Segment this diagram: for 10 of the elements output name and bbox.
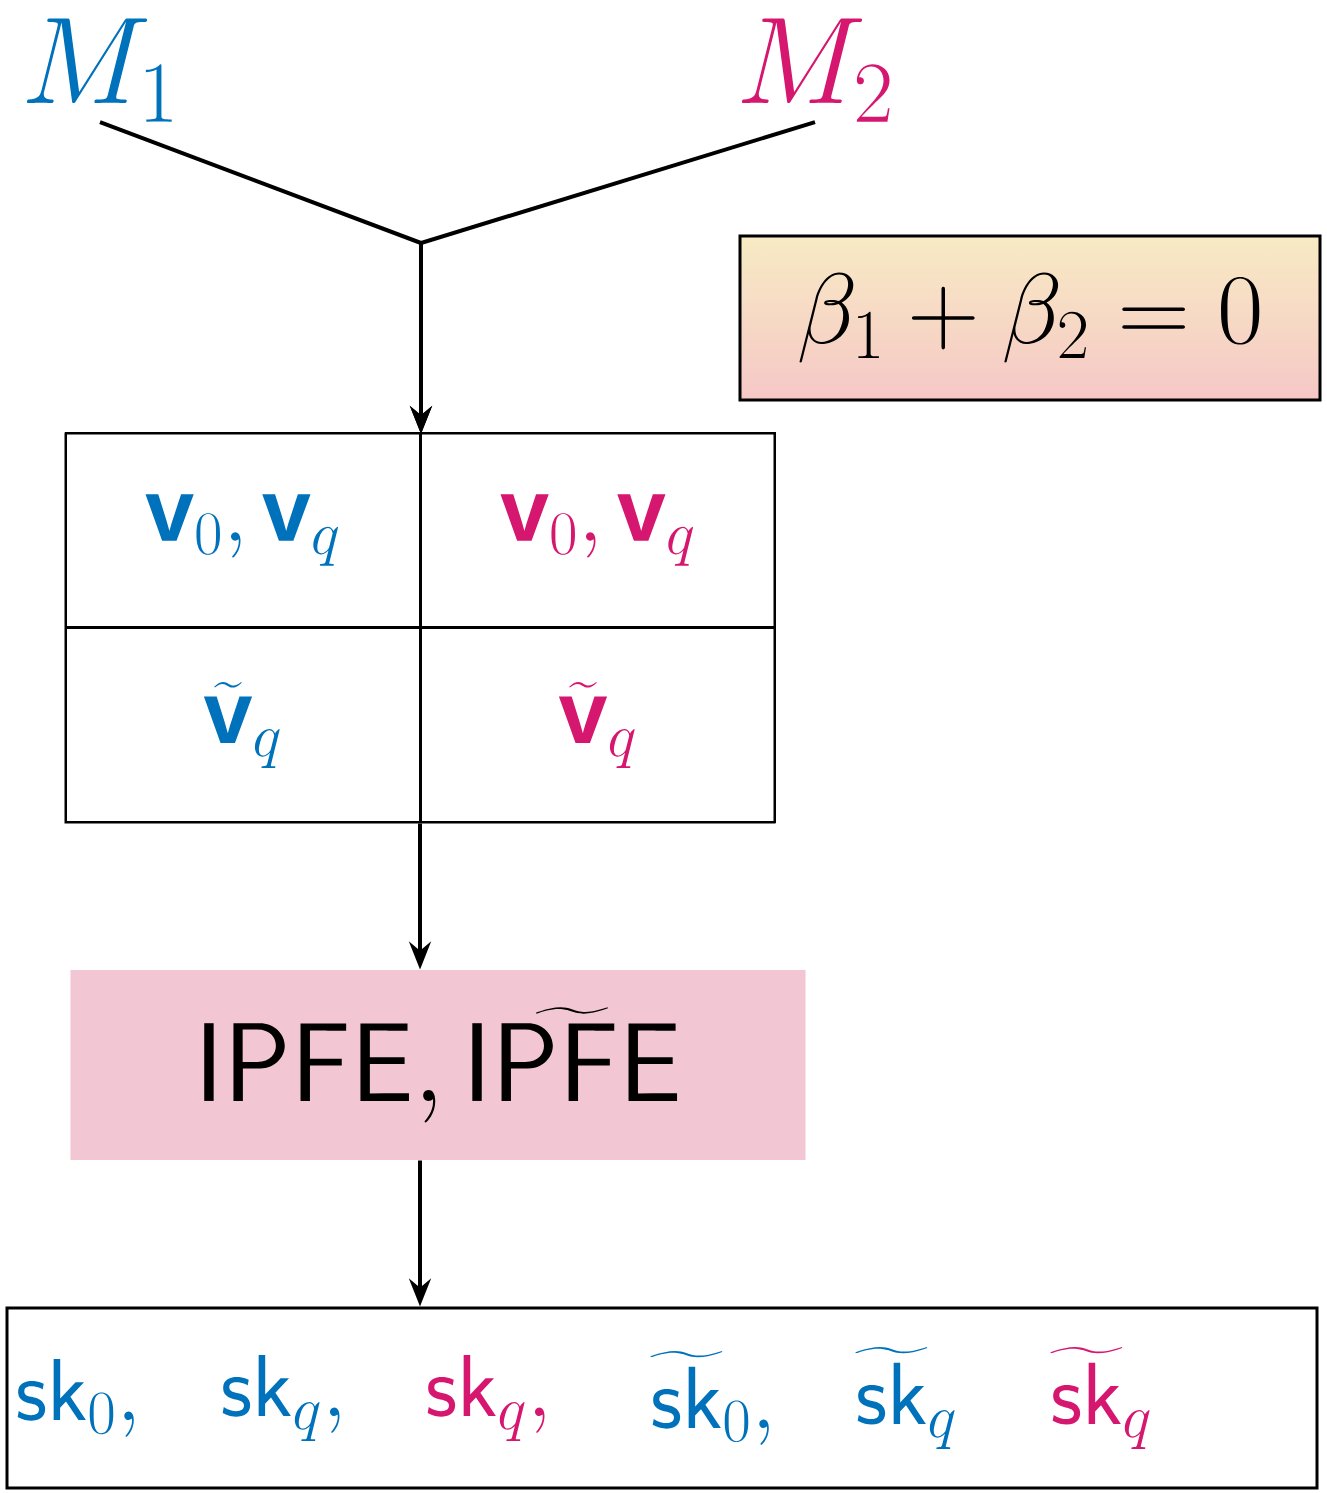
process-box: $\mathsf{IPFE}, \widetilde{\mathsf{IPFE}}$ <box>70 970 806 1160</box>
table-cell: $\mathbf{v}_0, \mathbf{v}_q$ <box>420 432 776 628</box>
table-cell: $\widetilde{\mathbf{v}}_q$ <box>65 627 421 823</box>
table-cell: $\widetilde{\mathbf{v}}_q$ <box>420 627 776 823</box>
formula-label: $M_1$ <box>26 18 172 122</box>
output-box: $\mathsf{sk}_0,$ $\mathsf{sk}_q,$ $\mathsf{sk}_q,$ $\widetilde{\mathsf{sk}}_0,$ $\widetilde{\mathsf{sk}}_q$ $\widetilde{\mathsf{sk}}_q$ <box>5 1306 1319 1490</box>
table-cell: $\mathbf{v}_0, \mathbf{v}_q$ <box>65 432 421 628</box>
formula-label: $M_2$ <box>741 18 890 122</box>
table-grid <box>64 432 776 824</box>
equation-box: $\beta_1 + \beta_2 = 0$ <box>738 234 1322 402</box>
